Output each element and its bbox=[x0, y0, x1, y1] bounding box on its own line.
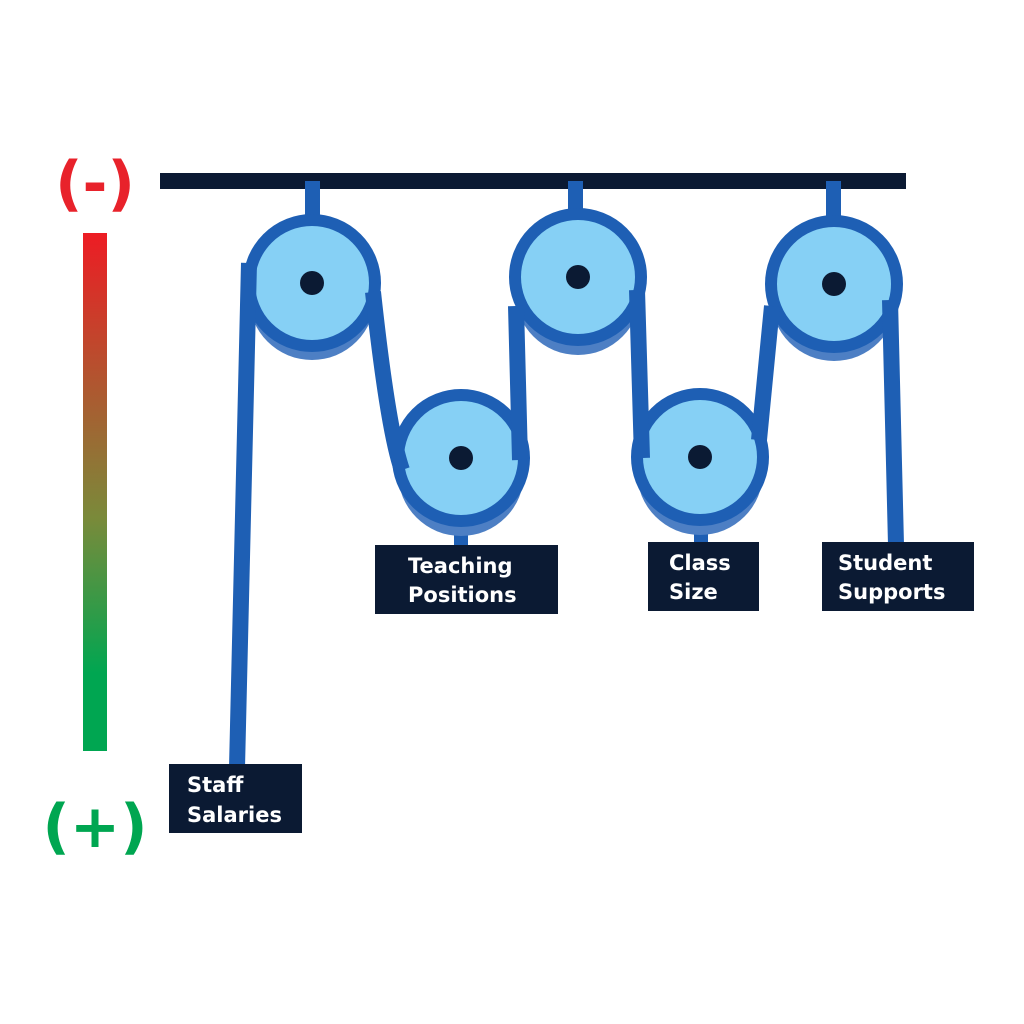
hanger-3 bbox=[826, 181, 841, 221]
axle-icon bbox=[449, 446, 473, 470]
pulley-top-2 bbox=[509, 208, 647, 346]
svg-text:Positions: Positions bbox=[408, 583, 517, 607]
label-teaching-positions: Teaching Positions bbox=[375, 545, 558, 614]
svg-text:Salaries: Salaries bbox=[187, 803, 282, 827]
pulley-bottom-1 bbox=[392, 389, 530, 527]
axle-icon bbox=[688, 445, 712, 469]
pulley-top-1 bbox=[243, 214, 381, 352]
scale-gradient-bar bbox=[83, 233, 107, 751]
scale-top-label: (-) bbox=[55, 149, 135, 219]
axle-icon bbox=[566, 265, 590, 289]
rope bbox=[229, 262, 904, 769]
svg-text:Supports: Supports bbox=[838, 580, 945, 604]
hanger-1 bbox=[305, 181, 320, 221]
svg-text:Teaching: Teaching bbox=[408, 554, 513, 578]
svg-text:Size: Size bbox=[669, 580, 718, 604]
pulley-bottom-2 bbox=[631, 388, 769, 526]
label-class-size: Class Size bbox=[648, 542, 759, 611]
label-student-supports: Student Supports bbox=[822, 542, 974, 611]
label-staff-salaries: Staff Salaries bbox=[169, 764, 302, 833]
svg-text:Student: Student bbox=[838, 551, 932, 575]
top-beam bbox=[160, 173, 906, 189]
svg-text:Class: Class bbox=[669, 551, 731, 575]
scale-bottom-label: (+) bbox=[42, 792, 147, 862]
svg-text:Staff: Staff bbox=[187, 773, 244, 797]
axle-icon bbox=[822, 272, 846, 296]
pulley-top-3 bbox=[765, 215, 903, 353]
axle-icon bbox=[300, 271, 324, 295]
